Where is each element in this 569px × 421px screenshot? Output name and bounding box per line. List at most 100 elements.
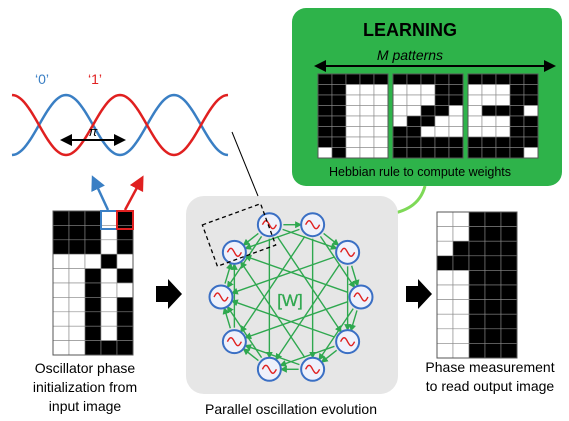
- digit-pixel: [406, 115, 422, 127]
- learning-title: LEARNING: [363, 20, 457, 40]
- output-pixel: [484, 328, 502, 344]
- weight-matrix-label: [W]: [277, 291, 303, 310]
- digit-pixel: [495, 115, 511, 127]
- sine-icon: [304, 219, 321, 230]
- label-one: ‘1’: [88, 71, 102, 87]
- digit-pixel: [373, 84, 389, 96]
- digit-pixel: [523, 115, 539, 127]
- input-pixel: [84, 311, 102, 327]
- sine-icon: [339, 336, 356, 347]
- input-pixel: [68, 225, 86, 241]
- input-pixel: [52, 225, 70, 241]
- output-pixel: [484, 255, 502, 271]
- input-pixel: [52, 325, 70, 341]
- input-pixel: [52, 268, 70, 284]
- digit-pixel: [420, 147, 436, 159]
- output-pixel: [500, 270, 518, 286]
- digit-pixel: [495, 94, 511, 106]
- input-pixel: [116, 225, 134, 241]
- input-pixel: [84, 239, 102, 255]
- coupling-edge: [242, 348, 259, 362]
- digit-pixel: [359, 105, 375, 117]
- output-pixel: [468, 299, 486, 315]
- network-caption: Parallel oscillation evolution: [205, 401, 377, 417]
- input-pixel: [68, 311, 86, 327]
- digit-pixel: [495, 84, 511, 96]
- sine-icon: [353, 292, 369, 302]
- oscillator-node: [221, 329, 247, 355]
- network-nodes: [208, 212, 374, 382]
- input-pixel: [100, 297, 118, 313]
- output-pixel: [436, 270, 454, 286]
- digit-pixel: [509, 105, 525, 117]
- digit-pixel: [317, 147, 333, 159]
- digit-pixel: [481, 84, 497, 96]
- coupling-edge: [222, 307, 232, 329]
- digit-pixel: [434, 73, 450, 85]
- sine-icon: [261, 364, 278, 375]
- red-pixel-highlight: [116, 210, 134, 230]
- digit-pixel: [331, 94, 347, 106]
- output-pixel: [452, 211, 470, 227]
- digit-pixel: [420, 126, 436, 138]
- input-pixel: [116, 325, 134, 341]
- output-pixel: [484, 270, 502, 286]
- input-pixel: [100, 239, 118, 255]
- label-zero: ‘0’: [35, 71, 49, 87]
- training-digit-1: [317, 73, 389, 159]
- input-pixel: [52, 253, 70, 269]
- digit-pixel: [359, 147, 375, 159]
- digit-pixel: [481, 73, 497, 85]
- arrow-input-to-network: [156, 279, 182, 309]
- digit-pixel: [509, 147, 525, 159]
- digit-pixel: [373, 94, 389, 106]
- input-pixel: [100, 210, 118, 226]
- digit-pixel: [481, 147, 497, 159]
- digit-pixel: [406, 126, 422, 138]
- input-pixel: [116, 210, 134, 226]
- sine-icon: [304, 364, 321, 375]
- digit-pixel: [467, 126, 483, 138]
- digit-pixel: [434, 126, 450, 138]
- digit-pixel: [434, 84, 450, 96]
- digit-pixel: [317, 126, 333, 138]
- digit-pixel: [406, 84, 422, 96]
- sine-icon: [213, 292, 229, 302]
- output-pixel: [452, 313, 470, 330]
- training-digits: [317, 73, 539, 159]
- input-pixel: [68, 210, 86, 226]
- digit-pixel: [481, 136, 497, 148]
- output-pixel: [436, 343, 454, 359]
- coupling-edge: [323, 232, 340, 246]
- coupling-edge: [275, 263, 341, 361]
- digit-pixel: [467, 105, 483, 117]
- digit-pixel: [392, 136, 408, 148]
- input-pixel: [100, 340, 118, 356]
- coupling-edge: [244, 254, 349, 294]
- output-pixel: [436, 284, 454, 300]
- input-image-grid: [52, 210, 134, 356]
- input-pixel: [100, 225, 118, 241]
- input-pixel: [68, 268, 86, 284]
- coupling-edge: [244, 300, 349, 340]
- digit-pixel: [392, 84, 408, 96]
- output-pixel: [436, 226, 454, 242]
- digit-pixel: [317, 105, 333, 117]
- digit-pixel: [448, 73, 464, 85]
- digit-pixel: [331, 147, 347, 159]
- digit-pixel: [420, 136, 436, 148]
- digit-pixel: [420, 73, 436, 85]
- digit-pixel: [467, 73, 483, 85]
- digit-pixel: [467, 136, 483, 148]
- input-pixel: [52, 210, 70, 226]
- digit-pixel: [467, 147, 483, 159]
- output-caption: Phase measurement to read output image: [425, 359, 554, 394]
- network-edges: [222, 221, 360, 373]
- input-pixel: [52, 297, 70, 313]
- output-caption-line-1: Phase measurement: [425, 359, 554, 375]
- output-pixel: [436, 328, 454, 344]
- digit-pixel: [317, 84, 333, 96]
- oscillator-node: [208, 284, 234, 310]
- digit-pixel: [434, 115, 450, 127]
- output-pixel: [500, 313, 518, 330]
